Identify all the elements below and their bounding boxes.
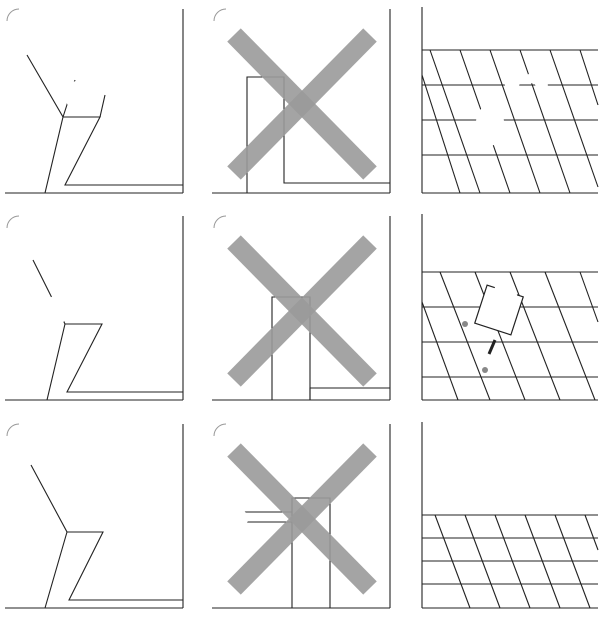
robot-arm-icon xyxy=(491,435,547,498)
cross-mark-icon xyxy=(234,242,370,380)
robot-arm-icon xyxy=(263,212,307,255)
robot-arm-icon xyxy=(44,265,100,328)
sun-icon xyxy=(212,420,230,436)
sun-icon xyxy=(212,5,230,21)
sun-icon xyxy=(5,420,23,436)
panel-r2-c3 xyxy=(420,212,600,402)
panel-r3-c1 xyxy=(5,420,185,610)
robot-arm-icon xyxy=(493,245,554,315)
robot-arm-icon xyxy=(66,463,122,526)
panel-r2-c1 xyxy=(5,212,185,402)
cross-mark-icon xyxy=(234,450,370,588)
panel-r1-c1 xyxy=(5,5,185,195)
panel-r3-c2 xyxy=(212,420,392,610)
panel-r1-c3 xyxy=(420,5,600,195)
panel-r2-c2 xyxy=(212,212,392,402)
sun-icon xyxy=(5,212,23,228)
cross-mark-icon xyxy=(234,35,370,173)
panel-r1-c2 xyxy=(212,5,392,195)
sun-icon xyxy=(212,212,230,228)
robot-arm-icon xyxy=(476,64,548,146)
panel-r3-c3 xyxy=(420,420,600,610)
sun-icon xyxy=(5,5,23,21)
